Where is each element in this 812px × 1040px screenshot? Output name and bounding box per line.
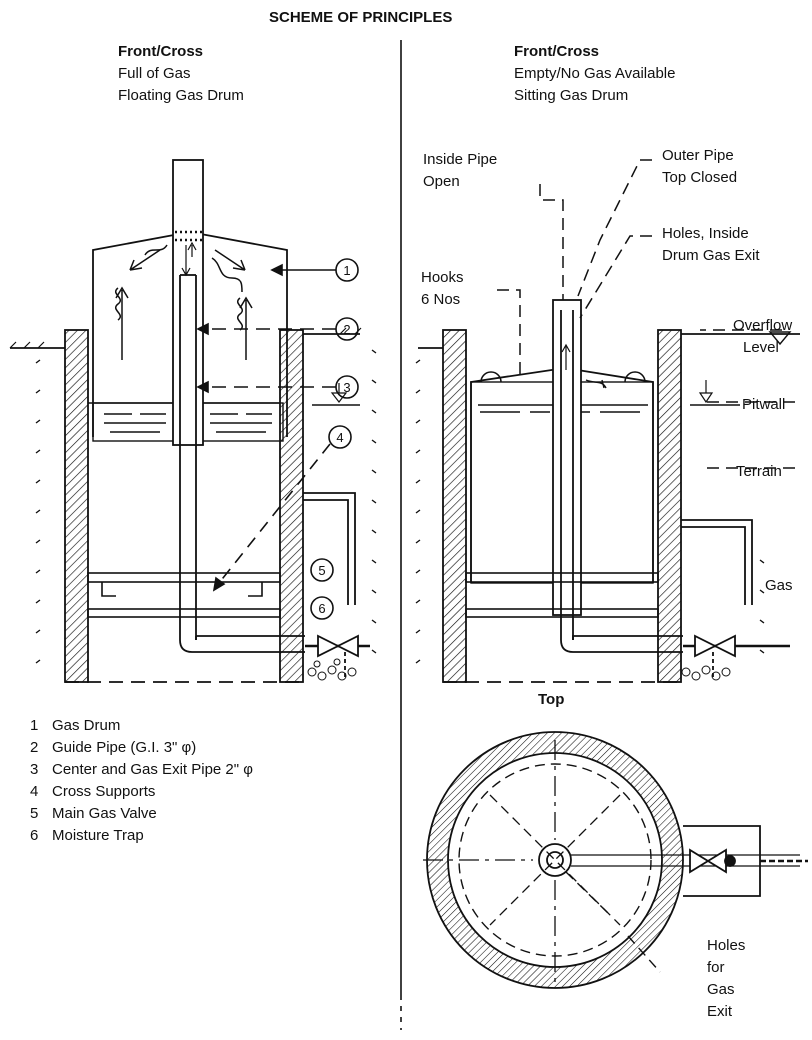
label-inside-pipe-2: Open — [423, 173, 460, 190]
callout-1: 1 — [343, 263, 350, 278]
right-panel-line1: Empty/No Gas Available — [514, 65, 676, 82]
callout-2: 2 — [343, 322, 350, 337]
label-gas: Gas — [765, 577, 793, 594]
callout-3: 3 — [343, 380, 350, 395]
right-elevation — [415, 299, 800, 683]
left-pit-wall-right — [279, 329, 304, 683]
label-holes-1: Holes, Inside — [662, 225, 749, 242]
right-panel-heading: Front/Cross — [514, 43, 600, 60]
top-view-heading: Top — [538, 691, 565, 708]
legend-num: 6 — [30, 826, 39, 844]
label-holes-for-2: for — [707, 959, 725, 976]
label-holes-for-4: Exit — [707, 1003, 733, 1020]
legend-text: Center and Gas Exit Pipe 2" φ — [52, 760, 253, 778]
left-guide-pipe — [172, 159, 204, 446]
legend-text: Guide Pipe (G.I. 3" φ) — [52, 738, 197, 756]
right-leaders — [497, 159, 795, 469]
legend-item: 3 Center and Gas Exit Pipe 2" φ — [30, 758, 253, 780]
left-panel-line1: Full of Gas — [118, 65, 191, 82]
label-holes-for-3: Gas — [707, 981, 735, 998]
legend-item: 4 Cross Supports — [30, 780, 253, 802]
left-panel-line2: Floating Gas Drum — [118, 87, 244, 104]
label-outer-pipe-1: Outer Pipe — [662, 147, 734, 164]
left-elevation — [9, 159, 377, 683]
legend-text: Main Gas Valve — [52, 804, 157, 822]
legend-item: 1 Gas Drum — [30, 714, 253, 736]
callout-number-text: 1 2 3 4 5 6 — [318, 263, 350, 616]
left-panel-heading: Front/Cross — [118, 43, 204, 60]
page-title: SCHEME OF PRINCIPLES — [269, 9, 453, 26]
label-overflow-1: Overflow — [733, 317, 793, 334]
legend-num: 4 — [30, 782, 39, 800]
callout-5: 5 — [318, 563, 325, 578]
left-pit-wall-left — [64, 329, 89, 683]
legend-text: Gas Drum — [52, 716, 121, 734]
legend-text: Cross Supports — [52, 782, 156, 800]
legend-num: 1 — [30, 716, 39, 734]
label-overflow-2: Level — [743, 339, 779, 356]
callout-6: 6 — [318, 601, 325, 616]
legend-num: 5 — [30, 804, 39, 822]
label-pitwall: Pitwall — [742, 396, 786, 413]
legend-item: 6 Moisture Trap — [30, 824, 253, 846]
left-callouts — [196, 258, 359, 620]
label-inside-pipe-1: Inside Pipe — [423, 151, 498, 168]
legend-num: 3 — [30, 760, 39, 778]
label-holes-2: Drum Gas Exit — [662, 247, 760, 264]
right-panel-line2: Sitting Gas Drum — [514, 87, 629, 104]
label-outer-pipe-2: Top Closed — [662, 169, 738, 186]
legend-num: 2 — [30, 738, 39, 756]
label-terrain: Terrain — [736, 463, 782, 480]
label-holes-for-1: Holes — [707, 937, 746, 954]
top-view — [423, 731, 808, 989]
legend-text: Moisture Trap — [52, 826, 144, 844]
label-hooks-2: 6 Nos — [421, 291, 461, 308]
callout-4: 4 — [336, 430, 343, 445]
label-hooks-1: Hooks — [421, 269, 464, 286]
legend-item: 2 Guide Pipe (G.I. 3" φ) — [30, 736, 253, 758]
legend-item: 5 Main Gas Valve — [30, 802, 253, 824]
left-main-gas-valve — [317, 634, 359, 658]
legend: 1 Gas Drum 2 Guide Pipe (G.I. 3" φ) 3 Cente… — [30, 714, 253, 846]
